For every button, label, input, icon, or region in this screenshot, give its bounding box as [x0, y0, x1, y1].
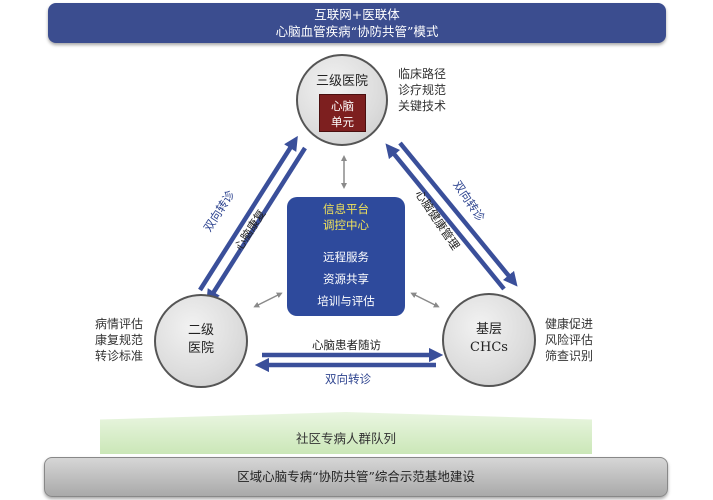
cardio-cerebral-unit: 心脑 单元: [319, 94, 366, 132]
service-remote: 远程服务: [323, 250, 369, 264]
right-arrow-up: [385, 143, 506, 291]
left-arrow-down: [206, 146, 307, 305]
note-key-technology: 关键技术: [398, 99, 447, 113]
note-condition-assessment: 病情评估: [95, 317, 144, 331]
info-platform-title: 信息平台 调控中心: [287, 201, 405, 233]
community-cohort-band: 社区专病人群队列: [100, 412, 592, 454]
title-line-2: 心脑血管疾病“协防共管”模式: [275, 24, 439, 39]
center-connector-left: [253, 292, 283, 308]
info-platform-box: 信息平台 调控中心 远程服务 资源共享 培训与评估: [287, 197, 405, 316]
tertiary-hospital-node: 三级医院 心脑 单元: [296, 54, 388, 146]
primary-chc-node: 基层 CHCs: [442, 293, 536, 387]
note-referral-standards: 转诊标准: [95, 349, 144, 363]
top-right-notes: 临床路径 诊疗规范 关键技术: [398, 66, 446, 114]
label-bottom-bottom: 双向转诊: [325, 372, 371, 386]
info-platform-title-line-2: 调控中心: [323, 218, 369, 232]
tertiary-hospital-label: 三级医院: [315, 74, 368, 89]
label-bottom-top: 心脑患者随访: [312, 338, 381, 352]
note-health-promotion: 健康促进: [545, 317, 594, 331]
secondary-hospital-node: 二级 医院: [154, 294, 248, 388]
regional-base-banner: 区域心脑专病“协防共管”综合示范基地建设: [44, 457, 668, 497]
service-resource-sharing: 资源共享: [323, 272, 369, 286]
note-risk-assessment: 风险评估: [545, 333, 594, 347]
note-clinical-pathway: 临床路径: [398, 67, 447, 81]
note-treatment-norms: 诊疗规范: [398, 83, 447, 97]
note-screening: 筛查识别: [545, 349, 594, 363]
right-arrow-down: [398, 141, 518, 287]
left-arrow-up: [198, 135, 298, 292]
left-notes: 病情评估 康复规范 转诊标准: [95, 316, 143, 364]
title-line-1: 互联网+医联体: [314, 7, 400, 22]
service-training: 培训与评估: [317, 294, 375, 308]
right-notes: 健康促进 风险评估 筛查识别: [545, 316, 593, 364]
info-platform-title-line-1: 信息平台: [323, 202, 369, 216]
note-rehab-norms: 康复规范: [95, 333, 144, 347]
secondary-hospital-label: 二级 医院: [187, 323, 214, 356]
primary-chc-label: 基层 CHCs: [470, 322, 508, 355]
center-connector-right: [410, 292, 440, 308]
title-banner: 互联网+医联体 心脑血管疾病“协防共管”模式: [48, 3, 666, 43]
